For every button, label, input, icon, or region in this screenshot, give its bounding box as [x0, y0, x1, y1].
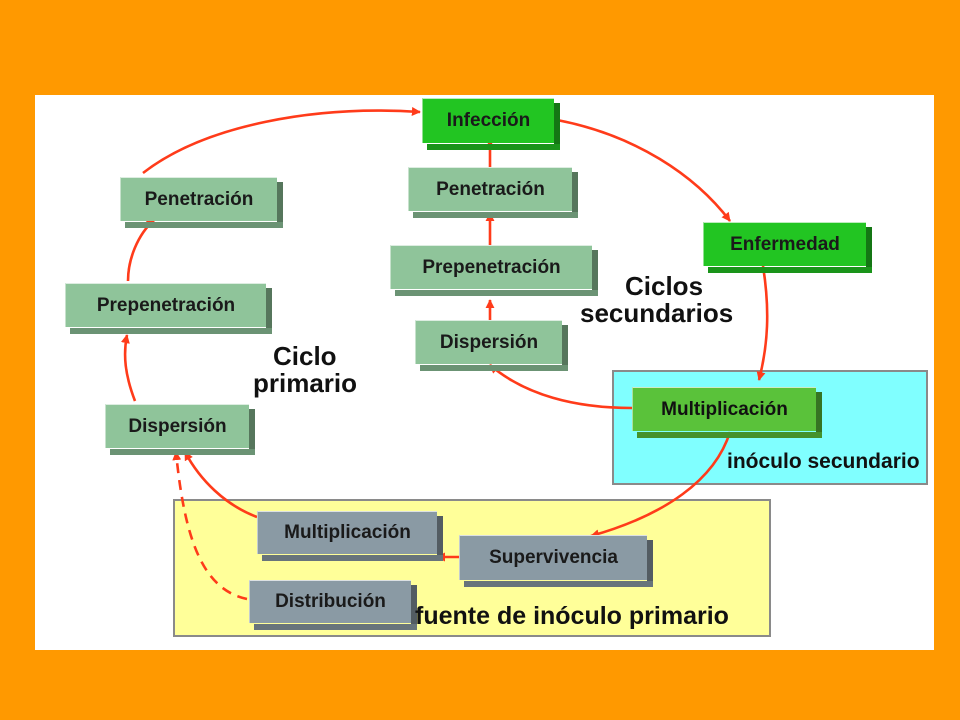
- label-ciclos-secundarios: Ciclos secundarios: [580, 271, 734, 329]
- arrow-penetracion-to-infeccion: [142, 106, 421, 175]
- label-ciclo-primario-line2: primario: [253, 368, 358, 399]
- box-multiplicacion-secondary: Multiplicación: [632, 387, 816, 431]
- box-penetracion-center: Penetración: [408, 167, 572, 211]
- arrow-prepenetracion-to-penetracion-left: [126, 218, 156, 282]
- box-multiplicacion-primary: Multiplicación: [257, 511, 437, 554]
- label-ciclo-primario: Ciclo primario: [253, 341, 358, 399]
- box-enfermedad: Enfermedad: [703, 222, 866, 266]
- arrow-infeccion-to-enfermedad: [556, 118, 732, 222]
- arrow-dispersion-to-prepenetracion-left: [121, 334, 137, 402]
- box-supervivencia: Supervivencia: [459, 535, 647, 580]
- label-ciclos-secundarios-line1: Ciclos: [625, 271, 704, 301]
- box-dispersion-center: Dispersión: [415, 320, 562, 364]
- label-inoculo-secundario: inóculo secundario: [727, 450, 920, 473]
- arrow-enfermedad-to-multiplicacion: [756, 265, 769, 381]
- label-ciclos-secundarios-line2: secundarios: [580, 298, 734, 329]
- box-prepenetracion-left: Prepenetración: [65, 283, 266, 327]
- box-prepenetracion-center: Prepenetración: [390, 245, 592, 289]
- label-ciclo-primario-line1: Ciclo: [273, 341, 337, 371]
- box-infeccion: Infección: [422, 98, 554, 143]
- box-distribucion: Distribución: [249, 580, 411, 623]
- arrow-multiplicacion-to-dispersion-center: [489, 364, 633, 410]
- box-penetracion-left: Penetración: [120, 177, 277, 221]
- label-fuente-inoculo-primario: fuente de inóculo primario: [415, 602, 729, 630]
- diagram-panel: Infección Enfermedad Penetración Prepene…: [35, 95, 934, 650]
- box-dispersion-left: Dispersión: [105, 404, 249, 448]
